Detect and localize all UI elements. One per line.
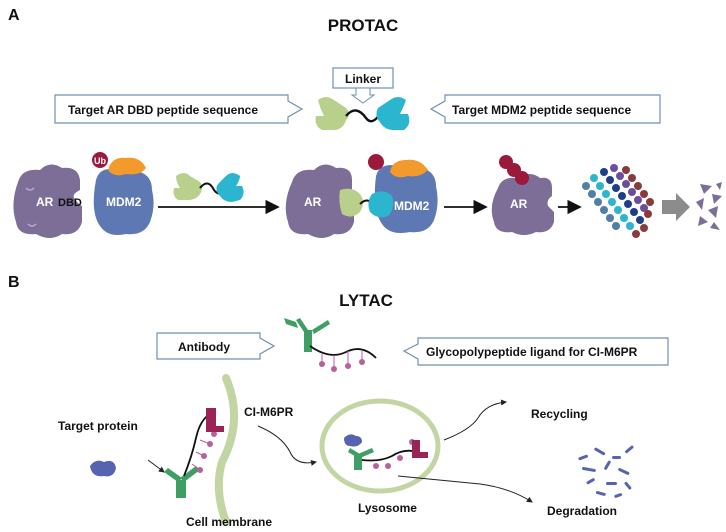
ar-label-ub: AR — [510, 197, 528, 211]
panel-b-letter: B — [8, 274, 20, 291]
lytac-molecule-top — [284, 318, 377, 372]
lysosome — [319, 398, 441, 494]
target-ar-dbd-box — [54, 94, 304, 124]
glycopolypeptide-label: Glycopolypeptide ligand for CI-M6PR — [426, 345, 638, 359]
arrow-degradation — [397, 475, 533, 503]
arrow-internalization — [257, 425, 317, 466]
mdm2-label-complex: MDM2 — [394, 199, 430, 213]
cell-membrane-label: Cell membrane — [186, 515, 272, 529]
lytac-title: LYTAC — [339, 291, 393, 310]
mdm2-label-left: MDM2 — [106, 195, 142, 209]
ci-m6pr-receptor-icon — [206, 408, 224, 432]
protac-molecule-free — [173, 173, 244, 202]
cell-membrane — [214, 374, 238, 526]
ar-label-complex: AR — [304, 195, 322, 209]
arrow-target-binding — [147, 459, 165, 473]
ternary-complex: AR MDM2 — [285, 154, 438, 238]
antibody-box — [156, 332, 276, 360]
linker-pointer-arrow — [350, 87, 376, 104]
ubiquitinated-ar: AR — [491, 155, 554, 235]
protac-title: PROTAC — [328, 16, 399, 35]
ar-label-left: AR — [36, 195, 54, 209]
protac-molecule-top — [315, 97, 410, 130]
panel-a-letter: A — [8, 7, 20, 24]
target-protein-icon — [90, 460, 116, 477]
target-mdm2-label: Target MDM2 peptide sequence — [452, 103, 631, 117]
lytac-lysosome-complex — [344, 434, 428, 470]
recycling-label: Recycling — [531, 407, 588, 421]
degradation-label: Degradation — [547, 504, 617, 518]
ci-m6pr-label: CI-M6PR — [244, 405, 294, 419]
lysosome-label: Lysosome — [358, 501, 417, 515]
ar-protein-left: AR DBD — [13, 164, 82, 238]
degradation-block-arrow — [662, 193, 690, 221]
proteasome-icon — [582, 164, 654, 238]
linker-label: Linker — [345, 72, 381, 86]
peptide-fragments-icon — [696, 182, 722, 230]
lytac-membrane-complex — [164, 408, 224, 498]
target-mdm2-box — [429, 94, 661, 124]
degraded-protein-fragments-icon — [578, 445, 634, 498]
antibody-label: Antibody — [178, 340, 230, 354]
arrow-recycling — [443, 399, 507, 441]
target-ar-dbd-label: Target AR DBD peptide sequence — [68, 103, 258, 117]
glycopolypeptide-box — [402, 337, 669, 366]
target-protein-label: Target protein — [58, 419, 138, 433]
ub-label: Ub — [94, 156, 106, 166]
dbd-label: DBD — [58, 197, 82, 209]
mdm2-protein-left: MDM2 Ub — [92, 152, 154, 235]
ub-circle — [92, 152, 108, 168]
